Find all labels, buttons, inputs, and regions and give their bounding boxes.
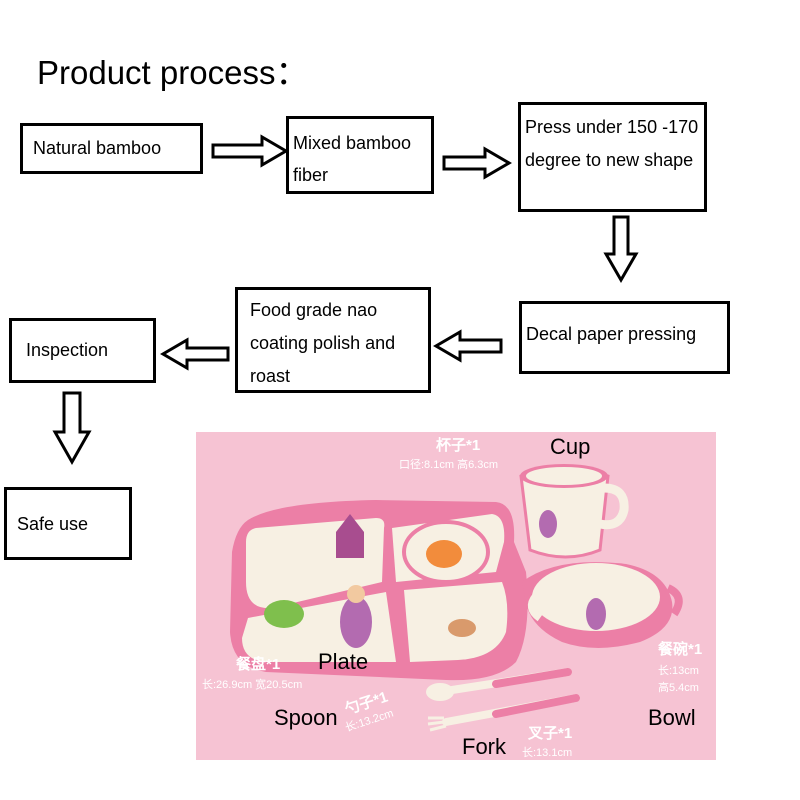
step-inspection-label: Inspection [26,340,109,360]
step-safe-use-label: Safe use [17,514,89,534]
arrow-right-icon [211,134,289,168]
bowl-label: Bowl [648,705,696,730]
arrow-right-icon [442,146,512,180]
step-mixed-fiber-label: Mixed bamboo fiber [293,133,412,185]
step-decal: Decal paper pressing [519,301,730,374]
cup-spec-size: 口径:8.1cm 高6.3cm [399,459,499,471]
spoon-label: Spoon [274,705,338,730]
bowl-spec-name: 餐碗*1 [658,641,703,658]
bowl-spec-height: 高5.4cm [658,682,699,694]
arrow-down-icon [52,391,92,466]
arrow-down-icon [603,215,639,284]
step-natural-bamboo-label: Natural bamboo [33,138,162,158]
step-press: Press under 150 -170 degree to new shape [518,102,707,212]
step-mixed-fiber: Mixed bamboo fiber [286,116,434,194]
fork-spec-name: 叉子*1 [528,725,573,742]
plate-spec-name: 餐盘*1 [236,656,281,673]
step-coating: Food grade nao coating polish and roast [235,287,431,393]
step-inspection: Inspection [9,318,156,383]
step-coating-label: Food grade nao coating polish and roast [250,300,396,386]
step-decal-label: Decal paper pressing [526,324,697,344]
fork-spec-size: 长:13.1cm [522,747,573,759]
plate-label: Plate [318,649,369,674]
plate-spec-size: 长:26.9cm 宽20.5cm [202,679,303,691]
arrow-left-icon [433,329,503,363]
step-safe-use: Safe use [4,487,132,560]
arrow-left-icon [160,337,230,371]
cup-label: Cup [550,434,591,459]
cup-spec-name: 杯子*1 [436,437,481,454]
fork-label: Fork [462,734,506,759]
tableware-illustration [230,464,683,732]
step-natural-bamboo: Natural bamboo [20,123,203,174]
bowl-spec-len: 长:13cm [658,665,699,677]
step-press-label: Press under 150 -170 degree to new shape [525,117,699,170]
page-title: Product process： [37,54,309,91]
product-photo: 杯子*1 口径:8.1cm 高6.3cm Cup 餐盘*1 长:26.9cm 宽… [196,432,716,760]
